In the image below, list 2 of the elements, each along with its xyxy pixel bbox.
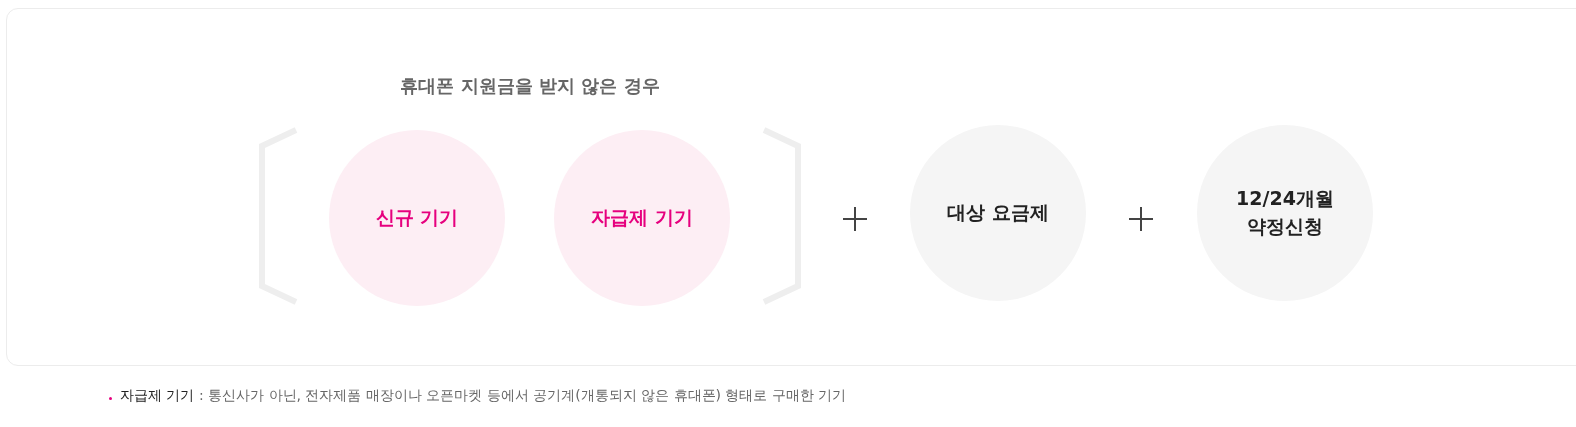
- group-heading: 휴대폰 지원금을 받지 않은 경우: [400, 75, 660, 96]
- footnote: 자급제 기기 : 통신사가 아닌, 전자제품 매장이나 오픈마켓 등에서 공기계(개통되지 않은 휴대폰) 형태로 구매한 기기: [120, 387, 847, 405]
